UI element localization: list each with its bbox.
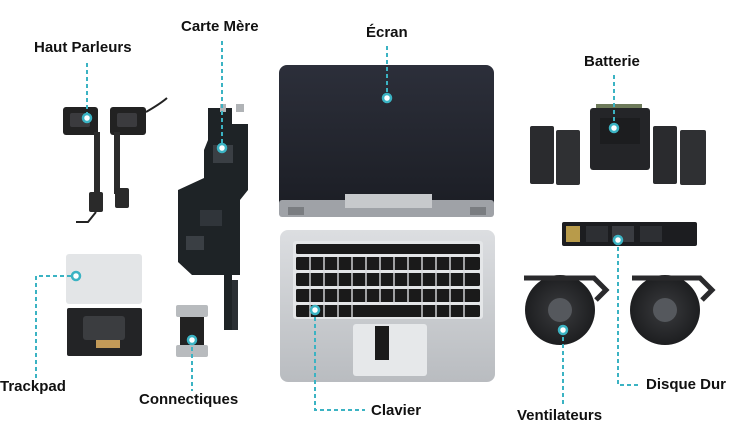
label-disque-dur: Disque Dur xyxy=(646,376,727,393)
label-connectiques: Connectiques xyxy=(139,391,239,408)
logic-board xyxy=(178,104,248,330)
leader-lines xyxy=(35,41,640,411)
ssd xyxy=(562,222,697,246)
trackpad-parts xyxy=(66,254,142,356)
label-batterie: Batterie xyxy=(584,53,640,70)
label-ventilateurs: Ventilateurs xyxy=(517,407,603,424)
top-case-keyboard xyxy=(280,230,495,382)
speakers xyxy=(63,97,168,223)
label-trackpad: Trackpad xyxy=(0,378,66,395)
fans xyxy=(524,275,716,345)
label-carte-mere: Carte Mère xyxy=(181,18,259,35)
label-haut-parleurs: Haut Parleurs xyxy=(34,39,132,56)
label-ecran: Écran xyxy=(366,24,408,41)
battery xyxy=(530,104,706,185)
keys xyxy=(296,244,480,317)
io-connectors xyxy=(176,305,208,357)
label-clavier: Clavier xyxy=(371,402,422,419)
display-assembly xyxy=(279,65,494,217)
callout-dots xyxy=(70,92,624,346)
